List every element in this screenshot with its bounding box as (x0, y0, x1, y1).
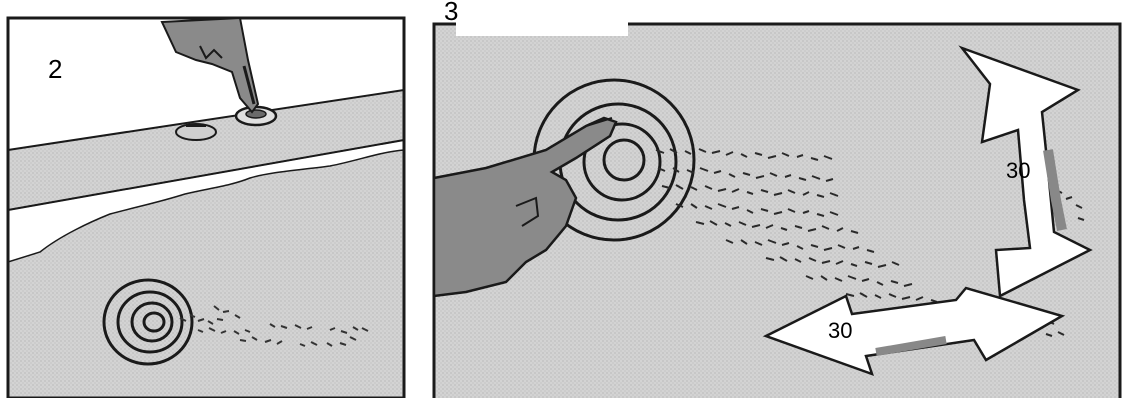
panel-step-2: 2 (0, 0, 410, 398)
flat-button-icon (176, 124, 216, 140)
panel-step-3: 30 30 3 (426, 0, 1124, 398)
angle-label-vertical: 30 (1006, 158, 1030, 183)
angle-label-horizontal: 30 (828, 318, 852, 343)
panel-2-illustration: 2 (0, 0, 410, 398)
step-number-2: 2 (48, 54, 62, 84)
step-number-3: 3 (444, 0, 458, 26)
panel-3-illustration: 30 30 3 (426, 0, 1124, 398)
panel-3-label-gap (456, 18, 628, 36)
push-button-icon (236, 107, 276, 125)
